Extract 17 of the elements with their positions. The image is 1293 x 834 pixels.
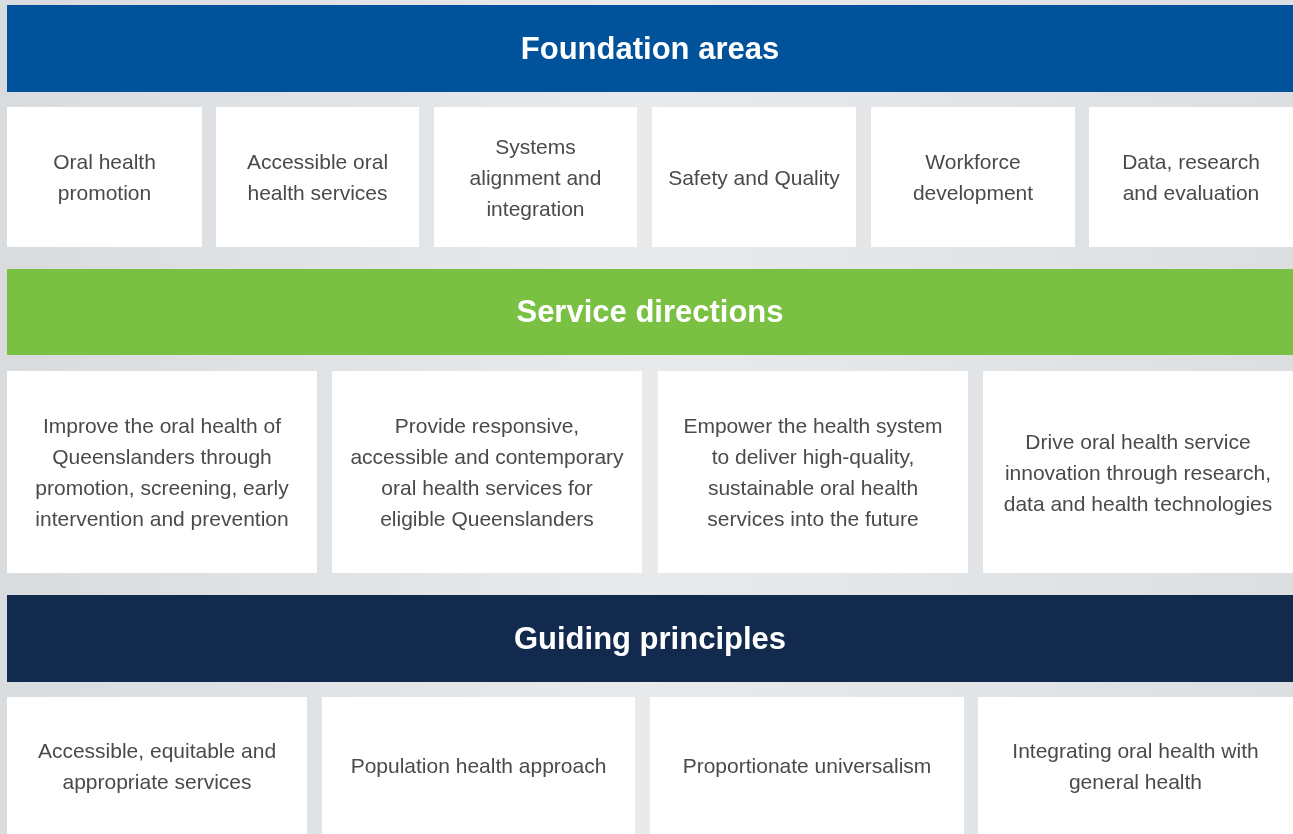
text-card: Accessible, equitable and appropriate services — [7, 697, 307, 834]
text-card: Integrating oral health with general health — [978, 697, 1293, 834]
text-card: Workforce development — [871, 107, 1075, 247]
section-header-banner: Service directions — [7, 269, 1293, 355]
text-card: Population health approach — [322, 697, 635, 834]
text-card: Empower the health system to deliver high-quality, sustainable oral health services into the future — [658, 371, 968, 573]
section-header-banner: Foundation areas — [7, 5, 1293, 92]
text-card: Accessible oral health services — [216, 107, 419, 247]
text-card: Drive oral health service innovation through research, data and health technologies — [983, 371, 1293, 573]
text-card: Provide responsive, accessible and contemporary oral health services for eligible Queenslanders — [332, 371, 642, 573]
text-card: Safety and Quality — [652, 107, 856, 247]
section-header-banner: Guiding principles — [7, 595, 1293, 682]
text-card: Systems alignment and integration — [434, 107, 637, 247]
text-card: Improve the oral health of Queenslanders through promotion, screening, early intervention and prevention — [7, 371, 317, 573]
text-card: Proportionate universalism — [650, 697, 964, 834]
text-card: Oral health promotion — [7, 107, 202, 247]
text-card: Data, research and evaluation — [1089, 107, 1293, 247]
